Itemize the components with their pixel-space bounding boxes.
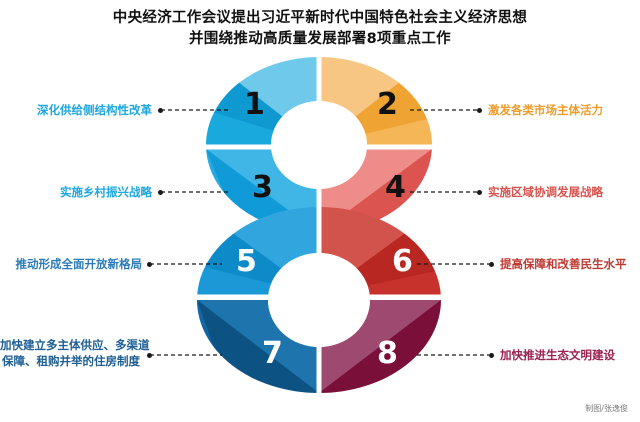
- top-center-hole: [271, 101, 367, 189]
- segment-label-7-line-2: 保障、租购并举的住房制度: [2, 353, 140, 368]
- segment-label-6[interactable]: 提高保障和改善民生水平: [500, 257, 627, 271]
- connector-dot-8: [489, 352, 494, 358]
- connector-dot-5: [147, 261, 152, 267]
- segment-label-3[interactable]: 实施乡村振兴战略: [60, 185, 152, 199]
- segment-label-1[interactable]: 深化供给侧结构性改革: [37, 103, 152, 117]
- connector-dot-4: [477, 189, 482, 195]
- bottom-center-hole: [268, 253, 370, 347]
- segment-label-2[interactable]: 激发各类市场主体活力: [488, 103, 603, 117]
- connector-dot-1: [158, 107, 163, 113]
- credit-line: 制图/张逸俊: [585, 404, 628, 413]
- connector-dot-6: [489, 261, 494, 267]
- segment-label-8[interactable]: 加快推进生态文明建设: [500, 348, 615, 362]
- segment-label-7-line-1: 加快建立多主体供应、多渠道: [0, 338, 150, 352]
- page-title: 中央经济工作会议提出习近平新时代中国特色社会主义经济思想 并围绕推动高质量发展部…: [0, 8, 640, 50]
- bottom-donut: [197, 207, 441, 393]
- segment-label-5[interactable]: 推动形成全面开放新格局: [15, 257, 143, 271]
- connector-dot-2: [477, 107, 482, 113]
- segment-label-7[interactable]: 加快建立多主体供应、多渠道 保障、租购并举的住房制度: [0, 338, 150, 369]
- segment-label-4[interactable]: 实施区域协调发展战略: [488, 185, 603, 199]
- connector-dot-7: [147, 352, 152, 358]
- title-line-2: 并围绕推动高质量发展部署8项重点工作: [189, 31, 451, 48]
- title-line-1: 中央经济工作会议提出习近平新时代中国特色社会主义经济思想: [112, 10, 528, 26]
- connector-lines: [150, 109, 489, 356]
- connector-dot-3: [158, 189, 163, 195]
